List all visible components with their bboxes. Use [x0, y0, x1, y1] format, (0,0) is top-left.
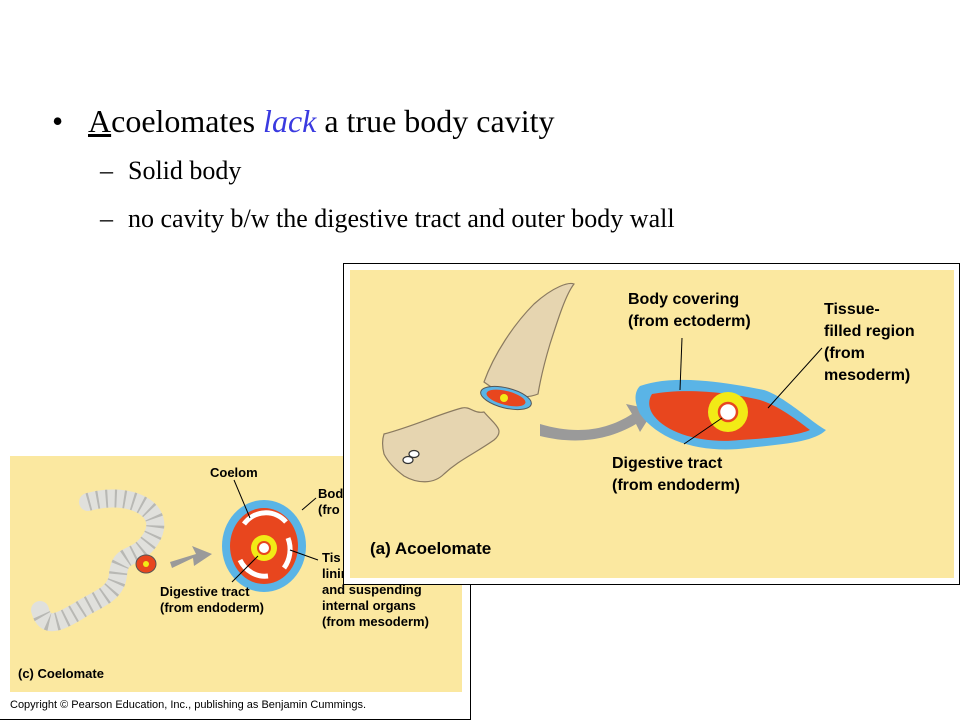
bullet-text-post: a true body cavity — [316, 103, 555, 139]
label-digestive-tract: (from endoderm) — [160, 600, 264, 615]
earthworm-icon — [31, 489, 165, 631]
worm-cross-section-core — [143, 561, 149, 567]
label-tissue-partial: linin — [322, 566, 349, 581]
bullet-emphasis: lack — [263, 103, 317, 139]
label-body-covering-partial: (fro — [318, 502, 340, 517]
dash-glyph: – — [100, 204, 113, 233]
label-body-covering: (from ectoderm) — [628, 313, 751, 330]
label-tissue: and suspending — [322, 582, 422, 597]
bullet-glyph: • — [52, 103, 64, 139]
sub-bullet-text: Solid body — [128, 156, 242, 185]
label-tissue: internal organs — [322, 598, 416, 613]
acoelomate-caption: (a) Acoelomate — [370, 539, 491, 558]
label-coelom: Coelom — [210, 465, 258, 480]
coelomate-cross-section — [222, 500, 306, 592]
label-tissue-filled: Tissue- — [824, 301, 880, 318]
eyespot-icon — [402, 455, 414, 465]
flatworm-front-icon — [483, 282, 575, 398]
slide-text: • Acoelomates lack a true body cavity –So… — [0, 0, 960, 250]
flatworm-head-icon — [381, 407, 500, 483]
sub-bullet-no-cavity: –no cavity b/w the digestive tract and o… — [100, 203, 675, 235]
label-tissue-filled: filled region — [824, 323, 915, 340]
arrow-icon — [170, 546, 212, 568]
acoelomate-figure: Body covering (from ectoderm) Tissue- fi… — [343, 263, 960, 585]
label-digestive-tract: Digestive tract — [160, 584, 250, 599]
main-bullet: • Acoelomates lack a true body cavity — [52, 101, 554, 141]
eyespot-icon — [408, 449, 420, 459]
coelomate-caption: (c) Coelomate — [18, 666, 104, 681]
label-digestive-tract: (from endoderm) — [612, 477, 740, 494]
bullet-text-pre: coelomates — [111, 103, 264, 139]
label-body-covering: Body covering — [628, 291, 739, 308]
label-tissue-filled: mesoderm) — [824, 367, 910, 384]
sub-bullet-solid-body: –Solid body — [100, 155, 241, 187]
label-body-covering-partial: Bod — [318, 486, 343, 501]
dash-glyph: – — [100, 156, 113, 185]
acoelomate-cross-section — [635, 379, 826, 450]
label-tissue-partial: Tis — [322, 550, 341, 565]
sub-bullet-text: no cavity b/w the digestive tract and ou… — [128, 204, 675, 233]
arrow-icon — [540, 404, 654, 441]
label-tissue-filled: (from — [824, 345, 865, 362]
label-digestive-tract: Digestive tract — [612, 455, 723, 472]
copyright-text: Copyright © Pearson Education, Inc., pub… — [10, 699, 366, 711]
acoelomate-illustration: Body covering (from ectoderm) Tissue- fi… — [350, 270, 954, 578]
label-tissue: (from mesoderm) — [322, 614, 429, 629]
bullet-first-letter: A — [88, 103, 112, 139]
